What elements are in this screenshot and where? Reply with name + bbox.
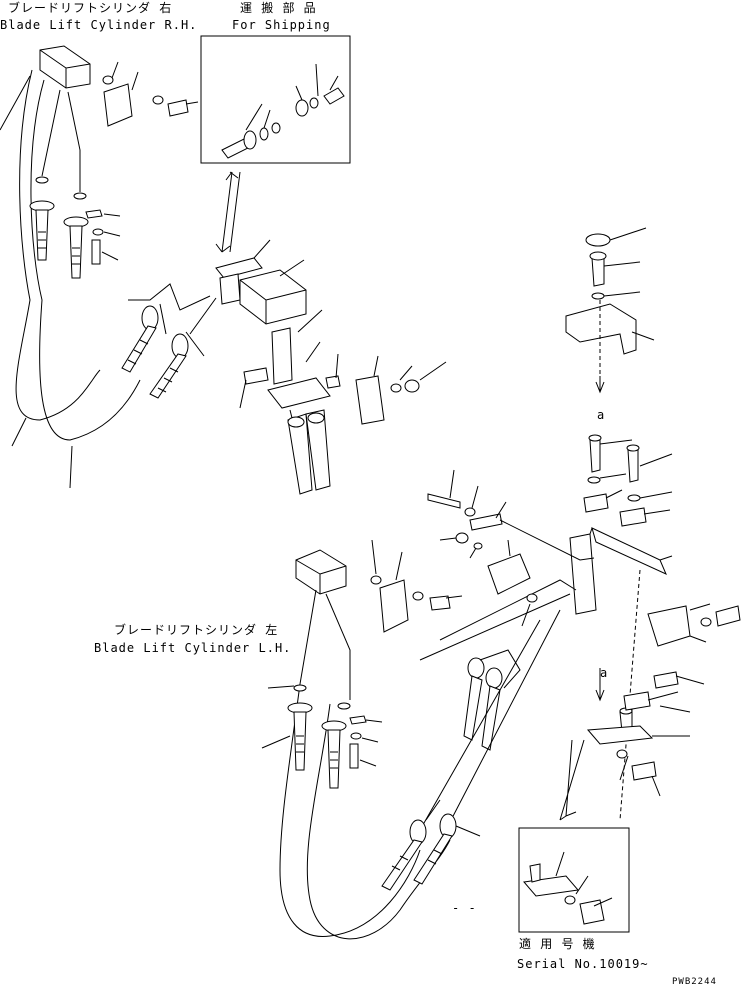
- rh-hose-left-b: [30, 79, 141, 441]
- lh-fitting-a: [287, 684, 313, 771]
- rh-fitting-a: [29, 176, 55, 261]
- shipping-arrow: [215, 171, 241, 253]
- hose-ends-bottom: [381, 799, 481, 891]
- lh-leader-lines: [261, 589, 351, 749]
- bracket-top: [565, 227, 655, 394]
- rh-fitting-b: [63, 192, 121, 279]
- main-frame: [419, 469, 673, 661]
- rh-hose-left: [15, 69, 101, 421]
- lh-cylinder-label-en: Blade Lift Cylinder L.H.: [94, 641, 291, 655]
- shipping-label-jp: 運 搬 部 品: [240, 0, 317, 15]
- lh-fitting-b: [321, 702, 383, 789]
- shipping-parts: [221, 63, 345, 159]
- center-valve-block: [215, 239, 447, 427]
- rh-cylinder-label-en: Blade Lift Cylinder R.H.: [0, 18, 197, 32]
- drawing-code: PWB2244: [672, 977, 717, 987]
- reference-a-lower: a: [600, 666, 608, 680]
- long-hose-right: [419, 609, 561, 831]
- shipping-detail-box: [200, 35, 351, 164]
- serial-label-jp: 適 用 号 機: [519, 936, 596, 951]
- rh-cylinder-label-jp: ブレードリフトシリンダ 右: [8, 0, 172, 15]
- center-fittings-right: [463, 649, 521, 751]
- reference-a-upper: a: [597, 408, 605, 422]
- rh-leader-lines: [0, 75, 81, 489]
- lh-cylinder-head: [295, 539, 463, 633]
- bracket-bolts: [583, 434, 673, 527]
- lh-cylinder-label-jp: ブレードリフトシリンダ 左: [114, 622, 278, 637]
- serial-detail-parts: [523, 851, 613, 925]
- lh-hose: [279, 683, 421, 937]
- rh-cylinder-head: [39, 45, 199, 127]
- lower-bracket: [559, 668, 691, 821]
- dash-mark: - -: [452, 901, 477, 915]
- center-fittings: [121, 283, 217, 399]
- serial-label-en: Serial No.10019~: [517, 957, 649, 971]
- center-hoses: [287, 409, 331, 495]
- shipping-label-en: For Shipping: [232, 18, 331, 32]
- side-clamp: [647, 603, 741, 689]
- serial-detail-box: [518, 827, 630, 933]
